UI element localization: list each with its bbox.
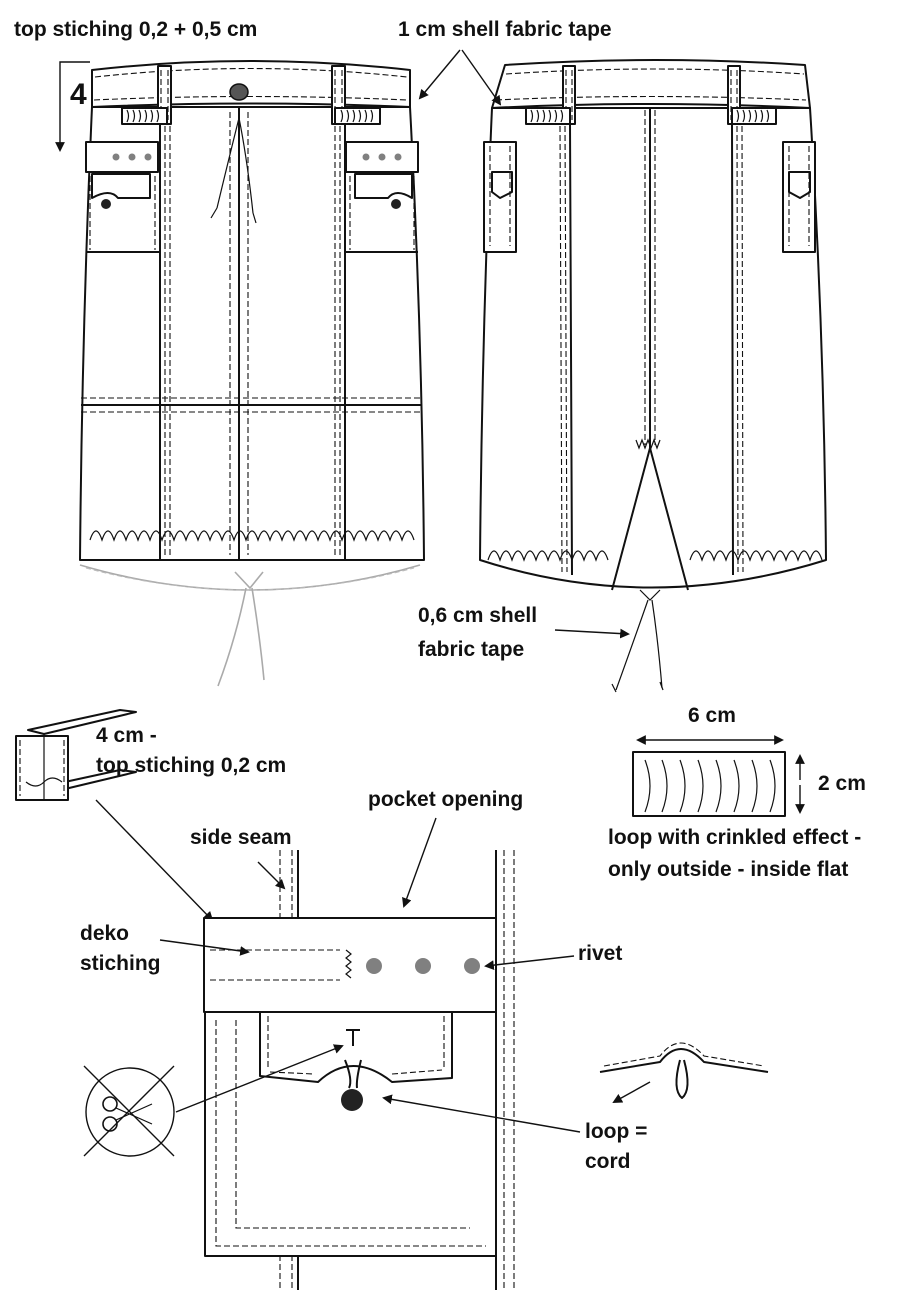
- deko-label-line1: deko: [80, 922, 129, 945]
- skirt-front-view: [79, 60, 425, 687]
- loop-note-line2: only outside - inside flat: [608, 858, 848, 881]
- crossed-out-scissors-icon: [83, 1065, 175, 1157]
- pocket-opening-label: pocket opening: [368, 788, 523, 811]
- hem-tape-label-line1: 0,6 cm shell: [418, 604, 537, 627]
- number-marker: 4: [70, 78, 87, 111]
- loop-cord-detail: [599, 1042, 769, 1099]
- belt-loop-label-line1: 4 cm -: [96, 724, 157, 747]
- crinkled-loop-detail: [632, 735, 805, 817]
- belt-loop-label-line2: top stiching 0,2 cm: [96, 754, 286, 777]
- loop-width-label: 6 cm: [688, 704, 736, 727]
- loop-cord-label-line2: cord: [585, 1150, 631, 1173]
- hem-tape-label-line2: fabric tape: [418, 638, 524, 661]
- deko-label-line2: stiching: [80, 952, 161, 975]
- belt-loop-detail: [15, 709, 137, 801]
- loop-note-line1: loop with crinkled effect -: [608, 826, 861, 849]
- loop-cord-label-line1: loop =: [585, 1120, 647, 1143]
- top-stitching-label: top stiching 0,2 + 0,5 cm: [14, 18, 257, 41]
- rivet-label: rivet: [578, 942, 622, 965]
- side-seam-label: side seam: [190, 826, 292, 849]
- waistband-tape-label: 1 cm shell fabric tape: [398, 18, 612, 41]
- pocket-detail: [203, 850, 515, 1290]
- loop-height-label: 2 cm: [818, 772, 866, 795]
- skirt-back-view: [479, 59, 827, 693]
